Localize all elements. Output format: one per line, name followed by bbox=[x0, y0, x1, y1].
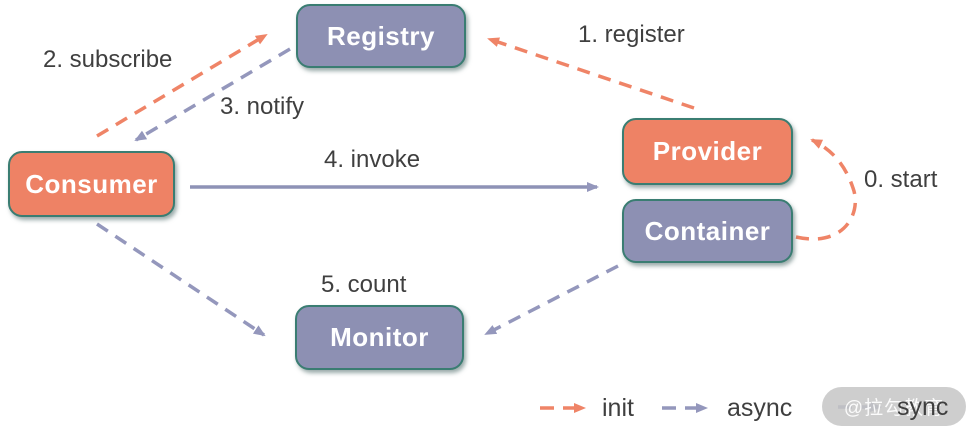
arrow-start bbox=[795, 138, 858, 241]
legend-sync-label: sync bbox=[897, 393, 949, 421]
arrow-subscribe bbox=[96, 33, 268, 138]
legend-init-label: init bbox=[602, 394, 634, 422]
node-registry-label: Registry bbox=[326, 20, 436, 51]
node-provider-label: Provider bbox=[652, 136, 763, 166]
edge-label-notify: 3. notify bbox=[220, 93, 305, 120]
arrow-count-consumer bbox=[96, 222, 266, 337]
edge-label-count: 5. count bbox=[321, 271, 407, 298]
node-registry: Registry bbox=[296, 4, 466, 68]
edge-label-subscribe: 2. subscribe bbox=[43, 46, 173, 73]
arrow-count-container bbox=[484, 264, 619, 336]
arrow-notify bbox=[134, 47, 291, 142]
legend-async-label: async bbox=[727, 394, 793, 422]
edge-label-start: 0. start bbox=[864, 166, 938, 193]
node-monitor-label: Monitor bbox=[330, 322, 429, 352]
edge-label-invoke: 4. invoke bbox=[324, 146, 421, 173]
watermark-badge: @拉勾教育 bbox=[822, 387, 966, 426]
node-consumer: Consumer bbox=[8, 151, 175, 217]
node-container-label: Container bbox=[644, 215, 771, 246]
node-container: Container bbox=[622, 199, 793, 263]
edge-label-register: 1. register bbox=[578, 21, 685, 48]
node-monitor: Monitor bbox=[295, 305, 464, 370]
arrow-register bbox=[487, 37, 695, 110]
watermark-text: @拉勾教育 bbox=[843, 398, 945, 419]
node-provider: Provider bbox=[622, 118, 793, 185]
node-consumer-label: Consumer bbox=[25, 168, 158, 199]
